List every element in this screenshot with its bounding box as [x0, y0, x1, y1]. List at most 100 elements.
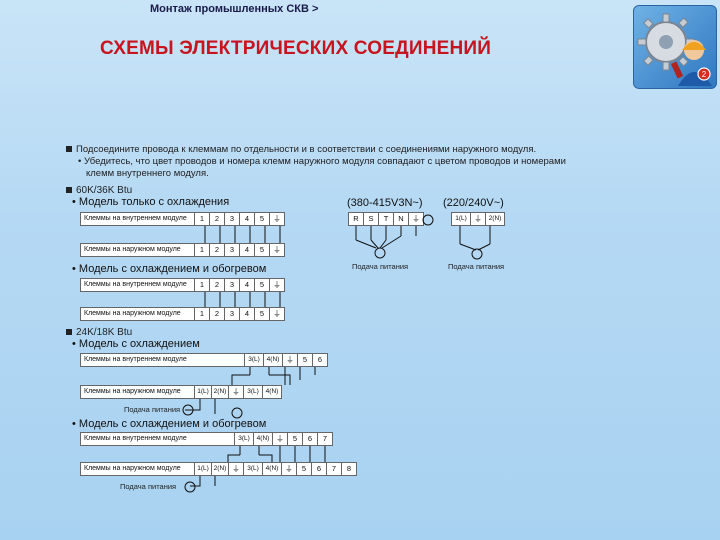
terminal-cell: 7 — [317, 433, 332, 445]
row-label: Клеммы на внутреннем модуле — [84, 435, 187, 442]
terminal-cell: 3 — [224, 213, 239, 225]
s1b-indoor-row: Клеммы на внутреннем модуле 1 2 3 4 5 ⏚ — [80, 278, 285, 292]
breadcrumb[interactable]: Монтаж промышленных СКВ > — [150, 3, 319, 15]
terminal-cell: 2 — [209, 279, 224, 291]
row-label: Клеммы на наружном модуле — [84, 465, 181, 472]
badge: 2 — [702, 70, 707, 79]
section2-sub2: • Модель с охлаждением и обогревом — [72, 418, 267, 430]
terminal-cell: 5 — [296, 463, 311, 475]
terminal-cell: ⏚ — [281, 463, 296, 475]
terminal-cell: 4(N) — [262, 386, 281, 398]
terminal-cell: ⏚ — [282, 354, 297, 366]
s1a-indoor-row: Клеммы на внутреннем модуле 1 2 3 4 5 ⏚ — [80, 212, 285, 226]
power-1ph-label: (220/240V~) — [443, 197, 504, 209]
terminal-cell: 2 — [209, 213, 224, 225]
s2b-outdoor-row: Клеммы на наружном модуле 1(L) 2(N) ⏚ 3(… — [80, 462, 357, 476]
supply-label-2a: Подача питания — [124, 405, 181, 414]
power-3ph-wires — [355, 214, 434, 259]
intro-line2: • Убедитесь, что цвет проводов и номера … — [78, 156, 566, 167]
terminal-cell: 4(N) — [262, 463, 281, 475]
s1a-outdoor-row: Клеммы на наружном модуле 1 2 3 4 5 ⏚ — [80, 243, 285, 257]
terminal-cell: ⏚ — [269, 279, 284, 291]
terminal-cell: 2(N) — [485, 213, 504, 225]
s2a-outdoor-row: Клеммы на наружном модуле 1(L) 2(N) ⏚ 3(… — [80, 385, 282, 399]
s2b-indoor-row: Клеммы на внутреннем модуле 3(L) 4(N) ⏚ … — [80, 432, 333, 446]
section1-sub2: • Модель с охлаждением и обогревом — [72, 263, 267, 275]
terminal-cell: 2(N) — [211, 386, 228, 398]
terminal-cell: 3 — [224, 308, 239, 320]
terminal-cell: ⏚ — [408, 213, 423, 225]
worker-icon — [670, 40, 712, 86]
intro-line1: Подсоедините провода к клеммам по отдель… — [66, 144, 536, 155]
terminal-cell: 5 — [254, 213, 269, 225]
terminal-cell: 3(L) — [243, 463, 262, 475]
terminal-cell: 8 — [341, 463, 356, 475]
terminal-cell: N — [393, 213, 408, 225]
terminal-cell: 3(L) — [243, 386, 262, 398]
power-1ph-row: 1(L) ⏚ 2(N) — [451, 212, 505, 226]
terminal-cell: 1(L) — [194, 463, 211, 475]
terminal-cell: 2 — [209, 244, 224, 256]
row-label: Клеммы на внутреннем модуле — [84, 281, 187, 288]
terminal-cell: ⏚ — [228, 463, 243, 475]
terminal-cell: 4 — [239, 213, 254, 225]
terminal-cell: ⏚ — [470, 213, 485, 225]
terminal-cell: 2(N) — [211, 463, 228, 475]
terminal-cell: 6 — [302, 433, 317, 445]
row-label: Клеммы на внутреннем модуле — [84, 215, 187, 222]
power-3ph-row: R S T N ⏚ — [348, 212, 424, 226]
intro-text1: Подсоедините провода к клеммам по отдель… — [76, 144, 537, 155]
supply-label-1ph: Подача питания — [448, 262, 505, 271]
terminal-cell: 1 — [194, 213, 209, 225]
terminal-cell: 4(N) — [263, 354, 282, 366]
power-3ph-label: (380-415V3N~) — [347, 197, 423, 209]
s2a-indoor-row: Клеммы на внутреннем модуле 3(L) 4(N) ⏚ … — [80, 353, 328, 367]
terminal-cell: 3 — [224, 279, 239, 291]
terminal-cell: 5 — [254, 308, 269, 320]
s1b-wires — [204, 292, 281, 307]
terminal-cell: 6 — [312, 354, 327, 366]
terminal-cell: ⏚ — [228, 386, 243, 398]
terminal-cell: 1 — [194, 279, 209, 291]
terminal-cell: ⏚ — [272, 433, 287, 445]
terminal-cell: 5 — [254, 279, 269, 291]
terminal-cell: 7 — [326, 463, 341, 475]
terminal-cell: 4 — [239, 279, 254, 291]
section1-heading: 60K/36K Btu — [66, 185, 132, 196]
section1-sub1: • Модель только с охлаждения — [72, 196, 230, 208]
terminal-cell: ⏚ — [269, 308, 284, 320]
section2-sub1: • Модель с охлаждением — [72, 338, 200, 350]
supply-label-3ph: Подача питания — [352, 262, 409, 271]
terminal-cell: 3(L) — [234, 433, 253, 445]
terminal-cell: 1(L) — [455, 215, 467, 222]
terminal-cell: 3(L) — [244, 354, 263, 366]
terminal-cell: 1 — [194, 244, 209, 256]
supply-label-2b: Подача питания — [120, 482, 177, 491]
row-label: Клеммы на наружном модуле — [84, 388, 181, 395]
terminal-cell: 4(N) — [253, 433, 272, 445]
terminal-cell: 1 — [194, 308, 209, 320]
page-title: СХЕМЫ ЭЛЕКТРИЧЕСКИХ СОЕДИНЕНИЙ — [100, 38, 492, 59]
terminal-cell: T — [378, 213, 393, 225]
terminal-cell: 4 — [239, 308, 254, 320]
terminal-cell: 5 — [254, 244, 269, 256]
terminal-cell: ⏚ — [269, 244, 284, 256]
s1b-outdoor-row: Клеммы на наружном модуле 1 2 3 4 5 ⏚ — [80, 307, 285, 321]
terminal-cell: 6 — [311, 463, 326, 475]
terminal-cell: S — [363, 213, 378, 225]
s2a-wires — [182, 367, 316, 419]
intro-line3: клемм внутреннего модуля. — [86, 168, 209, 179]
s2b-wires — [184, 446, 326, 493]
terminal-cell: R — [353, 214, 359, 223]
row-label: Клеммы на внутреннем модуле — [84, 356, 187, 363]
terminal-cell: 1(L) — [194, 386, 211, 398]
terminal-cell: 5 — [287, 433, 302, 445]
section1-heading-text: 60K/36K Btu — [76, 185, 133, 196]
terminal-cell: ⏚ — [269, 213, 284, 225]
terminal-cell: 2 — [209, 308, 224, 320]
row-label: Клеммы на наружном модуле — [84, 246, 181, 253]
gear-icon — [637, 13, 695, 71]
row-label: Клеммы на наружном модуле — [84, 310, 181, 317]
section2-heading-text: 24K/18K Btu — [76, 327, 133, 338]
